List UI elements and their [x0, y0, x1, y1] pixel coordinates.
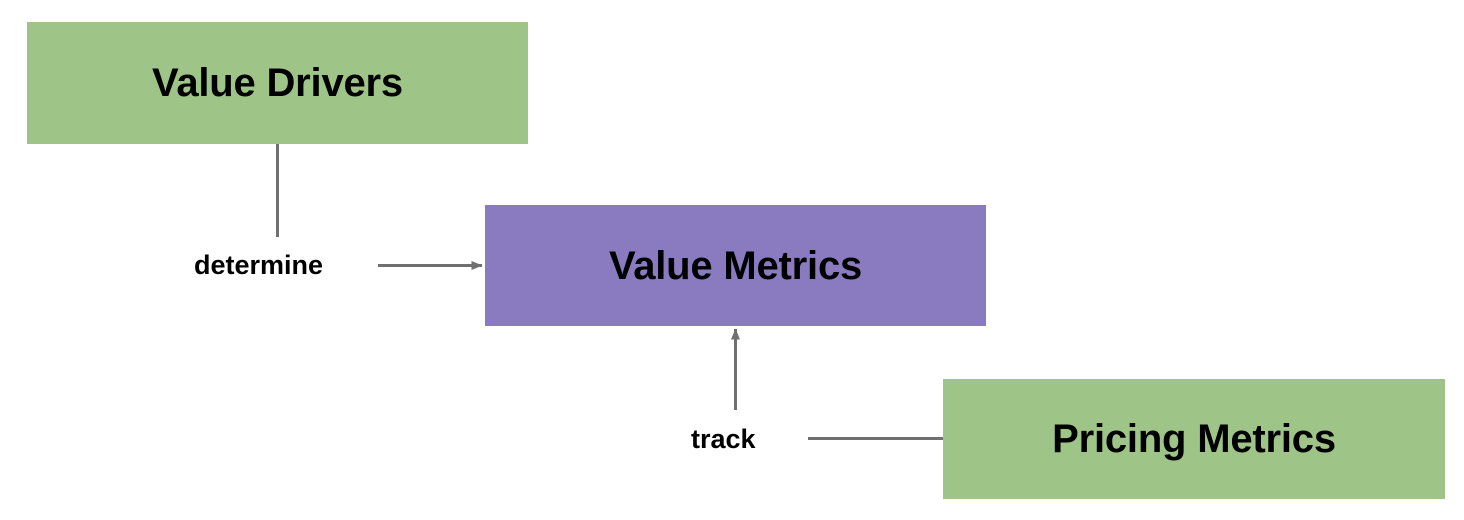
node-pricing-metrics-label: Pricing Metrics	[1052, 417, 1336, 461]
node-value-metrics[interactable]: Value Metrics	[485, 205, 986, 326]
node-value-metrics-label: Value Metrics	[608, 243, 863, 288]
edge-label-track: track	[691, 424, 756, 454]
edge-label-determine: determine	[194, 250, 324, 280]
node-value-drivers-label: Value Drivers	[152, 61, 403, 105]
node-value-drivers[interactable]: Value Drivers	[27, 22, 528, 144]
node-pricing-metrics[interactable]: Pricing Metrics	[943, 379, 1445, 499]
